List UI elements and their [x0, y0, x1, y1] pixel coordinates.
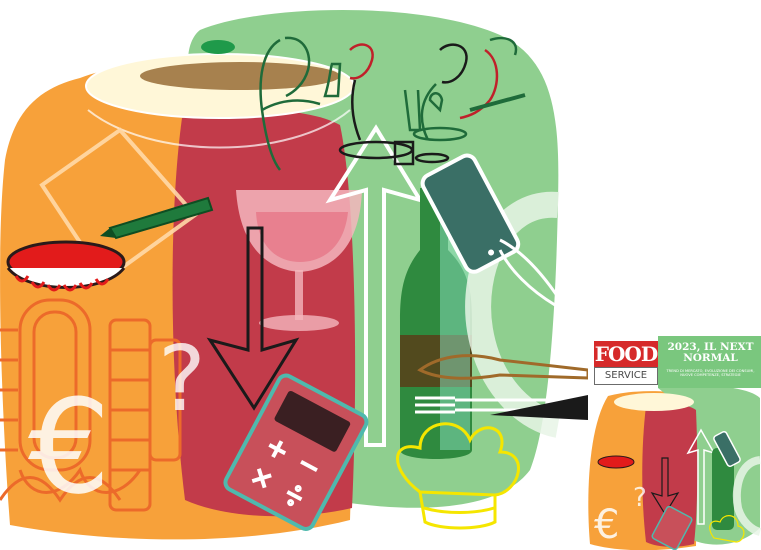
wine-glass-icon [236, 190, 362, 331]
machinery-outline [0, 298, 182, 512]
pencil-icon [100, 196, 214, 240]
brand-logo-food: FOOD [594, 341, 658, 367]
chef-hat-icon [396, 422, 520, 530]
svg-text:?: ? [633, 483, 647, 513]
brand-logo-service: SERVICE [594, 367, 658, 385]
hand-outline [498, 238, 562, 307]
gas-burner-icon [6, 240, 126, 292]
smartphone-icon [420, 153, 521, 274]
diners-line-art [259, 36, 526, 171]
cover-headline: 2023, IL NEXT NORMAL [667, 341, 754, 364]
arrow-down-icon [206, 226, 300, 411]
cover-header-band [658, 336, 761, 388]
svg-text:€: € [594, 502, 619, 548]
euro-symbol: € [28, 371, 111, 523]
magazine-cover: FOOD SERVICE 2023, IL NEXT NORMAL Trend … [588, 336, 761, 550]
question-mark-symbol: ? [158, 327, 206, 432]
cover-illustration: € ? [588, 388, 761, 550]
cover-subheadline: Trend di mercato, evoluzione dei consumi… [666, 369, 755, 378]
restaurant-illustration: € ? [0, 10, 588, 540]
pot-lid-shadow [140, 62, 340, 90]
cutlery-icon [415, 354, 588, 420]
pot-knob [201, 40, 235, 54]
calculator-icon [223, 373, 369, 531]
